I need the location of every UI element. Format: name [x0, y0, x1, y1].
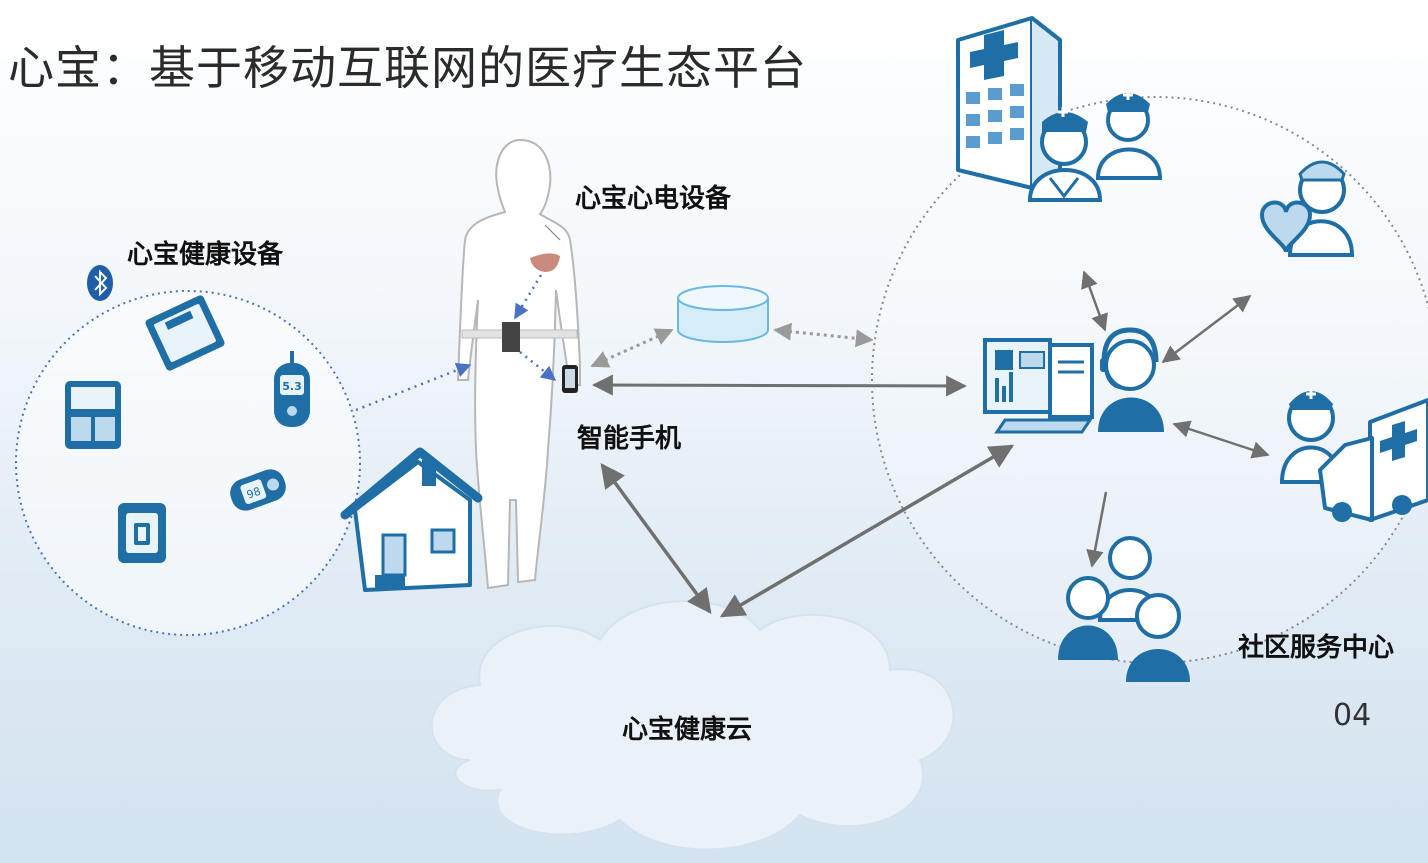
smartphone-label: 智能手机	[577, 424, 682, 454]
computer-icon	[983, 338, 1094, 434]
page-title: 心宝：基于移动互联网的医疗生态平台	[8, 41, 807, 95]
house-icon	[340, 447, 483, 592]
ecg-recorder-icon	[502, 322, 520, 352]
nurse-icon	[1095, 90, 1163, 180]
smartphone-icon	[562, 365, 578, 393]
database-icon	[677, 285, 769, 343]
bp-cuff-icon	[118, 503, 166, 563]
center-community-arrow	[1086, 491, 1108, 568]
ecg-leader-line	[544, 224, 561, 241]
glucose-reading: 5.3	[282, 380, 302, 393]
phone-cloud-arrow	[600, 463, 712, 614]
health-devices-circle	[15, 290, 361, 636]
ecg-device-label: 心宝心电设备	[575, 184, 732, 214]
health-devices-label: 心宝健康设备	[127, 240, 284, 270]
community-center-label: 社区服务中心	[1238, 633, 1395, 663]
phone-center-arrow	[591, 374, 968, 397]
ambulance-icon	[1318, 398, 1428, 522]
recorder-to-phone-arrow	[519, 351, 557, 381]
patch-to-recorder-arrow	[513, 274, 543, 320]
scale-icon	[145, 295, 225, 371]
community-group-icon	[1058, 536, 1190, 682]
monitor-case-icon	[65, 381, 121, 449]
hospital-icon	[956, 16, 1062, 192]
database-center-arrow	[773, 322, 874, 348]
ecg-patch-icon	[530, 253, 560, 272]
glucose-meter-icon: 5.3	[274, 351, 310, 427]
heart-icon	[1259, 200, 1313, 253]
page-number: 04	[1333, 698, 1372, 733]
cloud-center-arrow	[719, 444, 1015, 618]
center-hospital-arrow	[1081, 270, 1108, 332]
doctor-icon	[1027, 107, 1103, 202]
patient-silhouette	[456, 138, 581, 590]
pulse-oximeter-icon: 98	[230, 469, 286, 511]
oximeter-reading: 98	[245, 485, 263, 502]
health-cloud-label: 心宝健康云	[622, 715, 753, 745]
bluetooth-icon	[87, 265, 113, 301]
center-ambulance-arrow	[1172, 420, 1270, 459]
phone-database-arrow	[590, 328, 674, 368]
cloud-shape	[430, 600, 955, 851]
devices-to-patient-arrow	[355, 362, 472, 412]
operator-icon	[1098, 327, 1164, 432]
center-cardiology-arrow	[1161, 294, 1252, 364]
